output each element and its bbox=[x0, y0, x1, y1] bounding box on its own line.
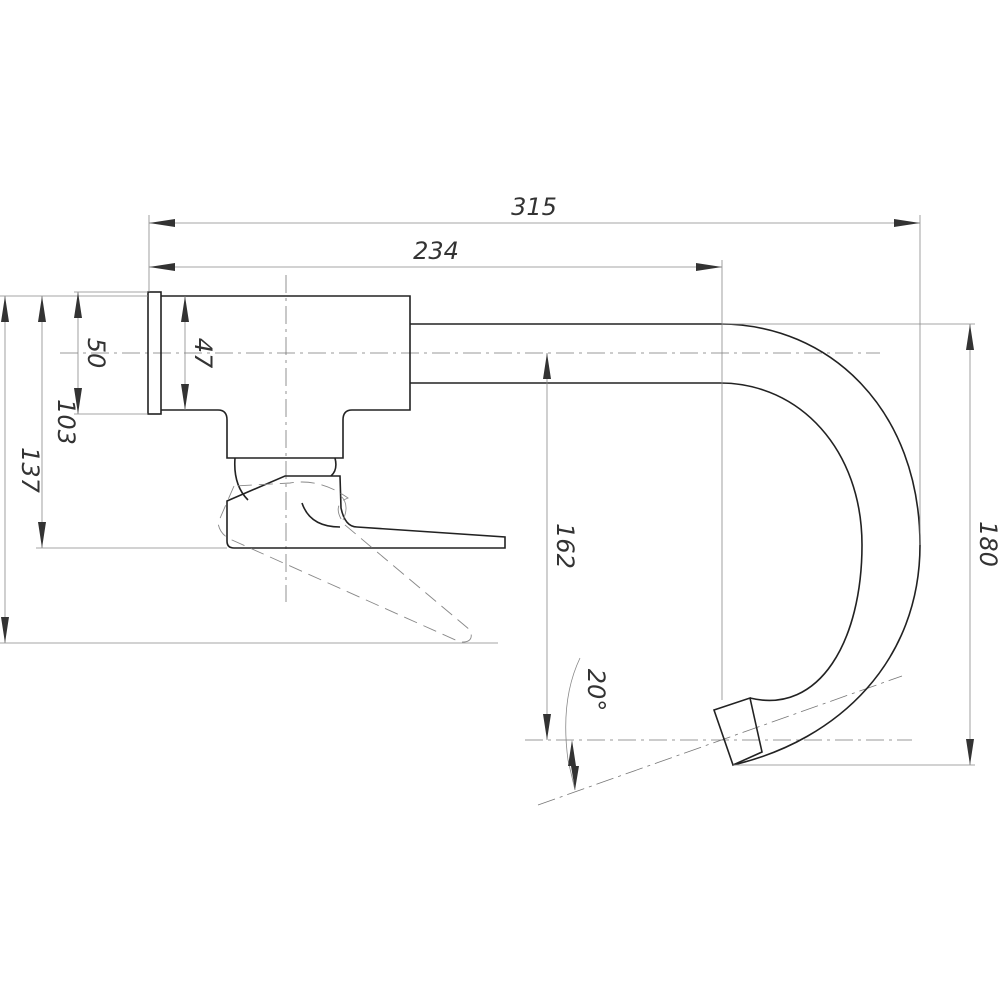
dim-50: 50 bbox=[82, 338, 110, 369]
lever-handle bbox=[226, 475, 506, 549]
wall-flange bbox=[147, 291, 162, 415]
aerator bbox=[712, 696, 763, 767]
cartridge bbox=[233, 457, 337, 501]
valve-body bbox=[161, 295, 411, 459]
dim-162: 162 bbox=[551, 523, 579, 569]
spout-inner bbox=[410, 382, 863, 702]
dim-180: 180 bbox=[974, 521, 1000, 567]
handle-curve bbox=[301, 502, 341, 528]
lever-handle-open-position bbox=[217, 481, 472, 643]
dimension-arrows bbox=[1, 219, 974, 790]
spout-outer bbox=[410, 323, 921, 766]
dim-103: 103 bbox=[52, 399, 80, 445]
dimension-lines bbox=[4, 222, 971, 765]
dim-234: 234 bbox=[413, 237, 459, 265]
dim-47: 47 bbox=[189, 338, 217, 369]
outlet-angle-line bbox=[537, 675, 903, 806]
extension-lines bbox=[0, 215, 975, 791]
dim-angle-20: 20° bbox=[582, 669, 610, 712]
dim-315: 315 bbox=[511, 193, 557, 221]
dim-137: 137 bbox=[16, 447, 44, 494]
handle-pivot bbox=[340, 495, 347, 521]
